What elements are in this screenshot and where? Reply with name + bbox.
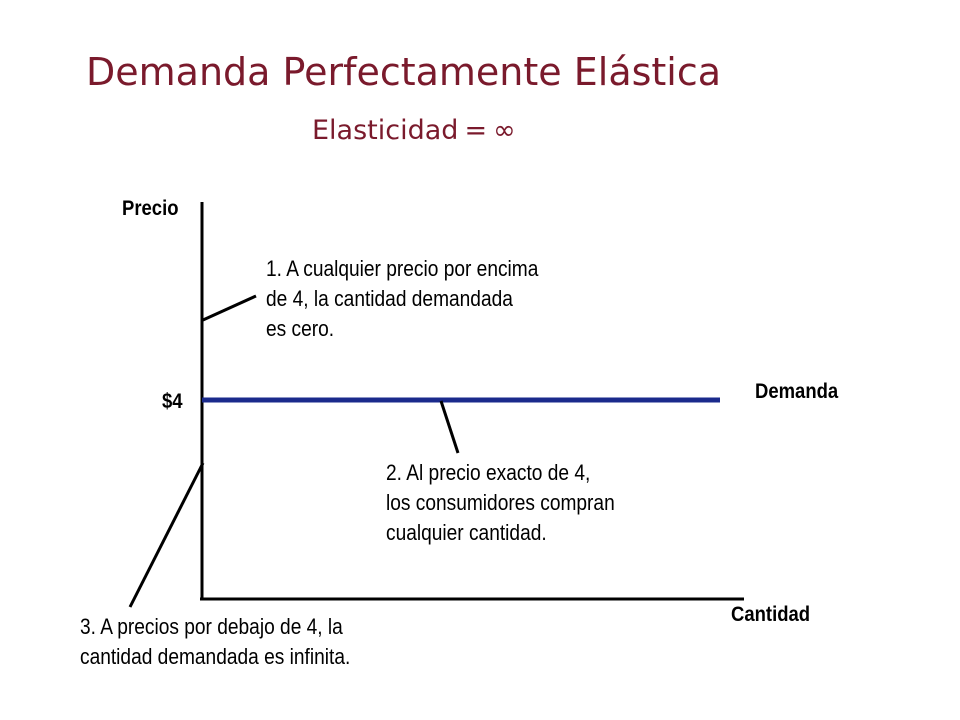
- leader-line-at: [439, 400, 460, 454]
- annotation-above: 1. A cualquier precio por encima de 4, l…: [266, 254, 538, 344]
- subtitle-prefix: Elasticidad: [312, 115, 459, 146]
- leader-line-below: [128, 462, 205, 608]
- infinity-symbol: ∞: [493, 115, 516, 146]
- annotation-line: es cero.: [266, 316, 335, 341]
- chart-subtitle: Elasticidad=∞: [312, 116, 516, 146]
- subtitle-equals: =: [464, 115, 488, 146]
- x-axis-label: Cantidad: [731, 603, 811, 626]
- annotation-line: los consumidores compran: [386, 490, 615, 515]
- series-label-demanda: Demanda: [755, 380, 839, 403]
- annotation-line: de 4, la cantidad demandada: [266, 286, 513, 311]
- chart-title: Demanda Perfectamente Elástica: [86, 50, 722, 94]
- annotation-at: 2. Al precio exacto de 4, los consumidor…: [386, 458, 615, 548]
- annotation-line: cualquier cantidad.: [386, 520, 547, 545]
- leader-line-above: [202, 294, 257, 322]
- annotation-line: 3. A precios por debajo de 4, la: [80, 614, 343, 639]
- annotation-line: 1. A cualquier precio por encima: [266, 256, 539, 281]
- annotation-below: 3. A precios por debajo de 4, la cantida…: [80, 612, 350, 672]
- y-axis-label: Precio: [122, 197, 179, 220]
- annotation-line: cantidad demandada es infinita.: [80, 644, 351, 669]
- annotation-line: 2. Al precio exacto de 4,: [386, 460, 591, 485]
- price-tick-label: $4: [162, 390, 183, 413]
